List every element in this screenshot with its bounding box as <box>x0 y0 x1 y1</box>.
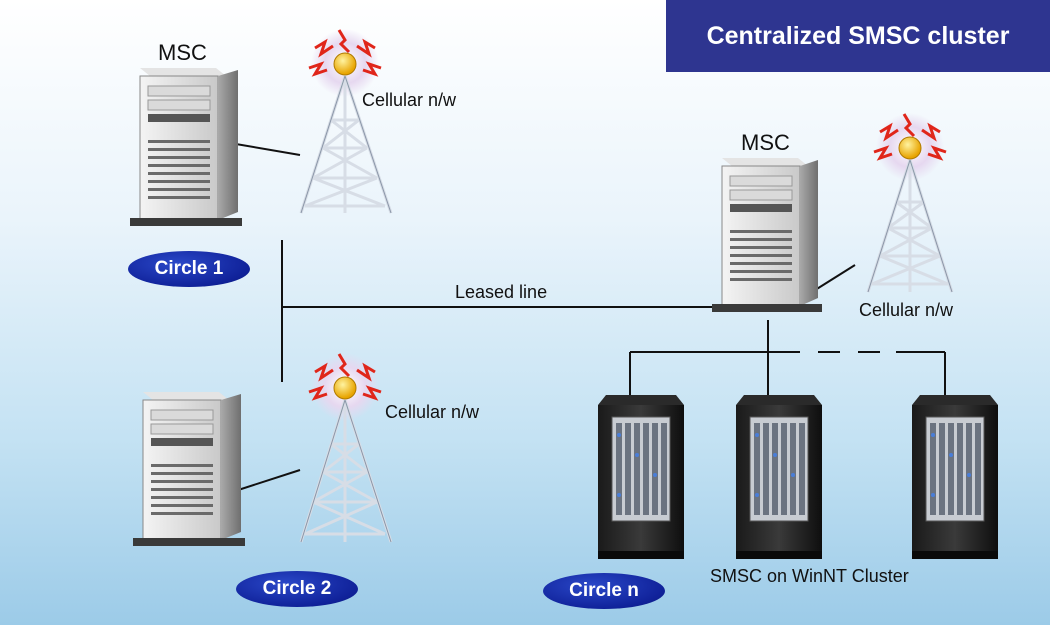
smsc-rack-icon <box>912 395 998 559</box>
diagram-title: Centralized SMSC cluster <box>666 0 1050 72</box>
smsc-rack-icon <box>598 395 684 559</box>
cellular-network-label: Cellular n/w <box>859 300 954 320</box>
msc1-tower-link <box>229 142 301 156</box>
msc-server-icon <box>133 392 245 546</box>
cellular-network-label: Cellular n/w <box>362 90 457 110</box>
smsc-rack-icon <box>736 395 822 559</box>
smsc-cluster-label: SMSC on WinNT Cluster <box>710 566 909 586</box>
circle-badge: Circle 2 <box>236 571 358 607</box>
cell-tower-icon <box>866 113 954 293</box>
cell-tower-icon <box>299 29 393 214</box>
mscn-tower-link <box>811 264 856 293</box>
leased-line-label: Leased line <box>455 282 548 302</box>
msc-label: MSC <box>741 130 790 155</box>
msc-label: MSC <box>158 40 207 65</box>
circle-badge: Circle n <box>543 573 665 609</box>
circle-badge: Circle 1 <box>128 251 250 287</box>
msc-server-icon <box>130 68 242 226</box>
msc2-tower-link <box>231 469 301 493</box>
msc-server-icon <box>712 158 822 312</box>
cellular-network-label: Cellular n/w <box>385 402 480 422</box>
cell-tower-icon <box>299 353 393 543</box>
connection-lines <box>229 142 946 493</box>
